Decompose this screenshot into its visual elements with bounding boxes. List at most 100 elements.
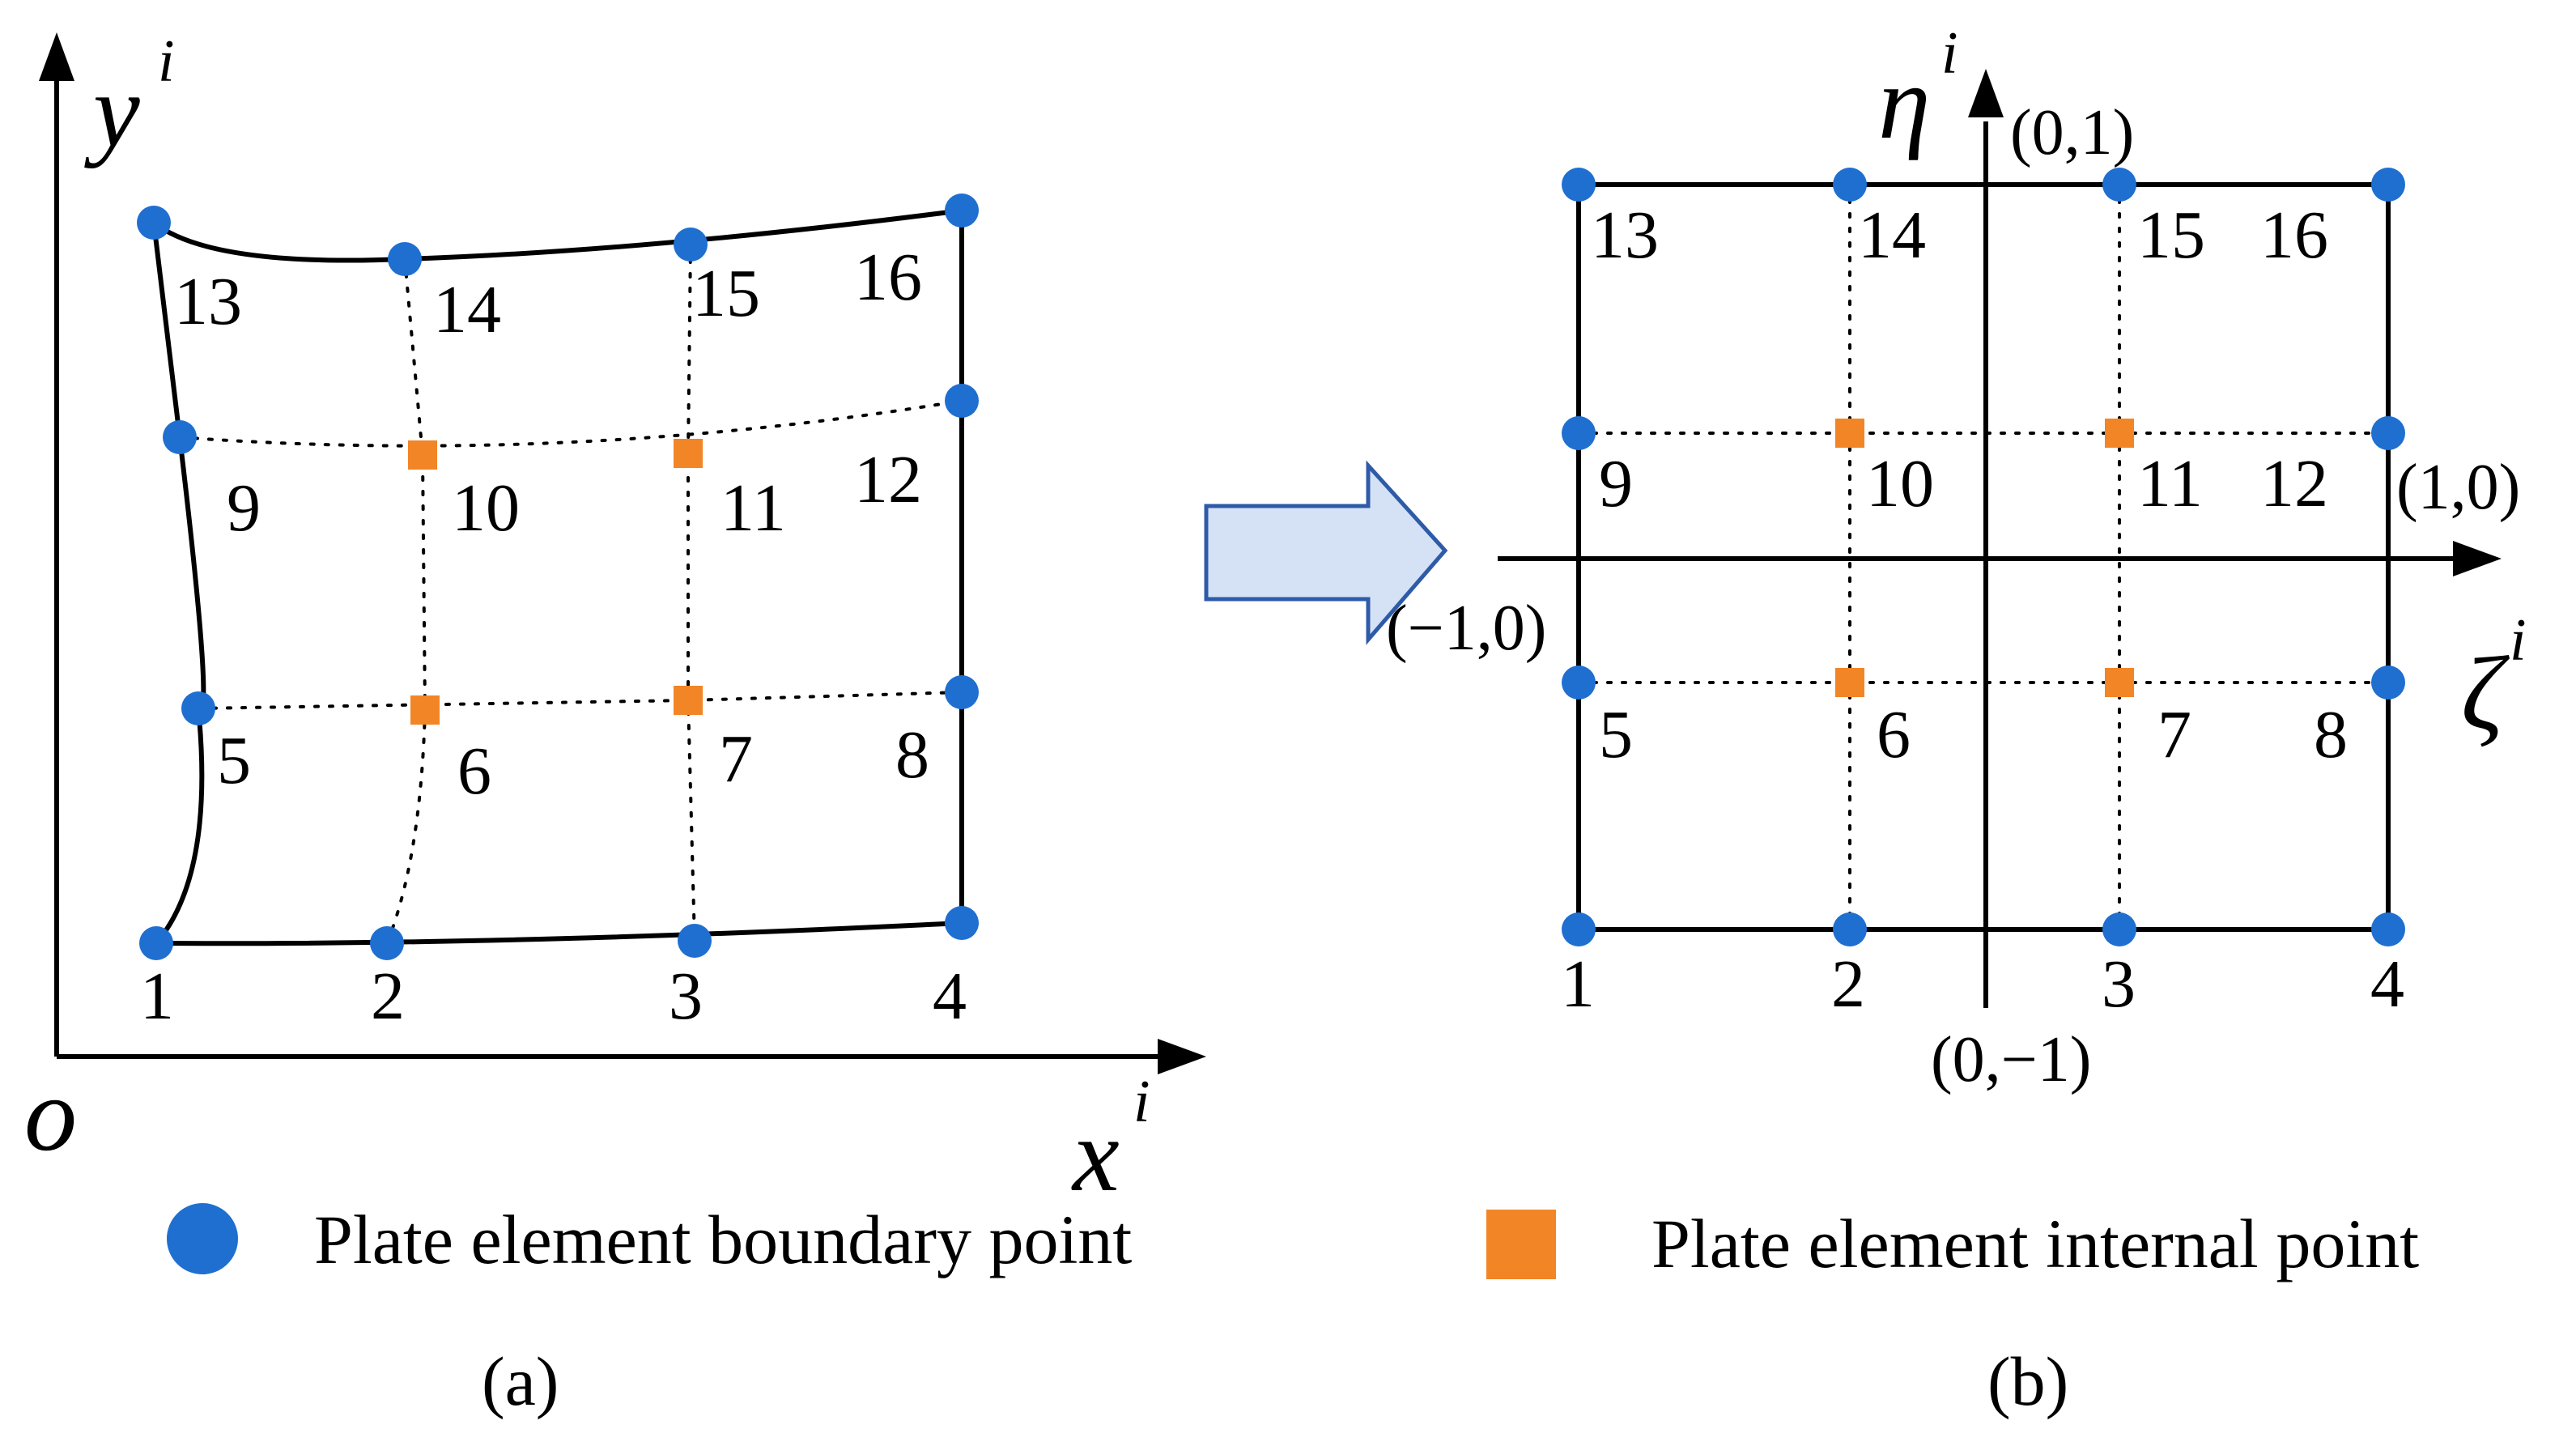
- label-b-10: 10: [1866, 446, 1934, 521]
- node-a-8: [945, 675, 979, 709]
- panel-a-x-axis-symbol: x: [1071, 1097, 1120, 1214]
- legend-internal-label: Plate element internal point: [1651, 1205, 2419, 1282]
- label-b-1: 1: [1561, 946, 1595, 1022]
- orange-square-icon: [1486, 1210, 1556, 1279]
- node-a-6: [410, 695, 440, 725]
- label-b-16: 16: [2260, 198, 2328, 273]
- node-b-7: [2105, 668, 2134, 697]
- node-a-14: [388, 242, 422, 276]
- node-b-14: [1833, 168, 1867, 202]
- label-a-5: 5: [217, 723, 251, 798]
- node-a-15: [674, 228, 708, 262]
- node-a-7: [674, 686, 703, 715]
- panel-a-y-arrowhead: [39, 32, 74, 81]
- label-b-11: 11: [2137, 446, 2203, 521]
- panel-b-internal-points: [1835, 419, 2134, 697]
- legend-boundary-label: Plate element boundary point: [314, 1201, 1132, 1278]
- label-b-4: 4: [2370, 946, 2404, 1022]
- label-a-14: 14: [433, 272, 501, 347]
- label-b-12: 12: [2260, 446, 2328, 521]
- label-a-11: 11: [721, 470, 786, 546]
- node-b-5: [1562, 666, 1596, 700]
- label-b-9: 9: [1599, 446, 1633, 521]
- panel-b-dotted-grid: [1577, 183, 2390, 931]
- panel-a-dotted-grid: [178, 243, 963, 945]
- label-a-9: 9: [227, 470, 261, 546]
- node-b-13: [1562, 168, 1596, 202]
- node-a-13: [137, 206, 171, 240]
- label-b-8: 8: [2314, 697, 2348, 772]
- panel-a-boundary-points: [137, 194, 979, 960]
- panel-a-node-labels: 1 2 3 4 5 6 7 8 9 10 11 12 13 14 15 16: [140, 240, 967, 1034]
- panel-b-v-axis-sup: i: [1941, 20, 1958, 87]
- panel-a-x-arrowhead: [1158, 1039, 1206, 1074]
- blue-circle-icon: [167, 1203, 238, 1274]
- node-b-6: [1835, 668, 1864, 697]
- coord-left: (−1,0): [1386, 593, 1546, 664]
- label-b-5: 5: [1599, 697, 1633, 772]
- panel-a-y-axis-sup: i: [158, 28, 175, 95]
- label-a-10: 10: [452, 470, 520, 546]
- panel-b-h-axis-sup: i: [2510, 607, 2527, 674]
- label-a-2: 2: [371, 959, 405, 1034]
- node-b-1: [1562, 912, 1596, 946]
- right-arrow-icon: [1204, 460, 1448, 645]
- panel-b: η i ζ i (0,1) (0,−1) (−1,0) (1,0): [1386, 20, 2527, 1095]
- legend: Plate element boundary point Plate eleme…: [167, 1201, 2419, 1282]
- label-a-12: 12: [854, 442, 922, 517]
- label-b-3: 3: [2102, 946, 2136, 1022]
- node-a-16: [945, 194, 979, 228]
- panel-b-v-arrowhead: [1968, 69, 2004, 117]
- node-a-2: [370, 926, 404, 960]
- panel-a-x-axis-sup: i: [1133, 1069, 1150, 1135]
- label-b-14: 14: [1858, 198, 1926, 273]
- label-a-4: 4: [933, 959, 967, 1034]
- coord-right: (1,0): [2396, 452, 2520, 523]
- node-b-16: [2371, 168, 2405, 202]
- node-a-4: [945, 906, 979, 940]
- panel-a-internal-points: [408, 439, 703, 725]
- label-b-13: 13: [1591, 198, 1659, 273]
- label-a-3: 3: [669, 959, 703, 1034]
- node-b-12: [2371, 416, 2405, 450]
- panel-a-y-axis-symbol: y: [84, 53, 140, 169]
- panel-b-h-arrowhead: [2453, 541, 2502, 576]
- label-a-1: 1: [140, 959, 174, 1034]
- panel-b-boundary-points: [1562, 168, 2405, 946]
- coord-top: (0,1): [2010, 97, 2134, 168]
- label-a-15: 15: [692, 256, 760, 331]
- label-a-7: 7: [719, 721, 753, 797]
- node-b-4: [2371, 912, 2405, 946]
- label-a-8: 8: [895, 717, 929, 793]
- node-b-9: [1562, 416, 1596, 450]
- panel-a: y i x i o: [24, 28, 1206, 1214]
- label-b-15: 15: [2137, 198, 2205, 273]
- node-a-3: [678, 924, 712, 958]
- label-b-6: 6: [1877, 697, 1911, 772]
- panel-b-v-axis-symbol: η: [1878, 45, 1931, 161]
- label-a-16: 16: [854, 240, 922, 315]
- node-b-15: [2102, 168, 2136, 202]
- node-a-12: [945, 384, 979, 418]
- node-a-11: [674, 439, 703, 468]
- coord-bottom: (0,−1): [1931, 1024, 2091, 1095]
- node-b-8: [2371, 666, 2405, 700]
- node-a-5: [181, 691, 215, 725]
- panel-b-node-labels: 1 2 3 4 5 6 7 8 9 10 11 12 13 14 15 16: [1561, 198, 2404, 1022]
- caption-a: (a): [482, 1342, 559, 1420]
- node-a-9: [163, 420, 197, 454]
- caption-b: (b): [1987, 1342, 2068, 1420]
- node-b-2: [1833, 912, 1867, 946]
- node-a-1: [139, 926, 173, 960]
- node-b-10: [1835, 419, 1864, 448]
- node-b-11: [2105, 419, 2134, 448]
- node-b-3: [2102, 912, 2136, 946]
- panel-b-h-axis-symbol: ζ: [2461, 636, 2510, 752]
- label-a-13: 13: [174, 264, 242, 339]
- panel-a-origin-label: o: [24, 1057, 77, 1173]
- panel-a-boundary-bottom: [155, 921, 963, 946]
- node-a-10: [408, 440, 437, 470]
- label-a-6: 6: [457, 734, 491, 809]
- label-b-2: 2: [1831, 946, 1865, 1022]
